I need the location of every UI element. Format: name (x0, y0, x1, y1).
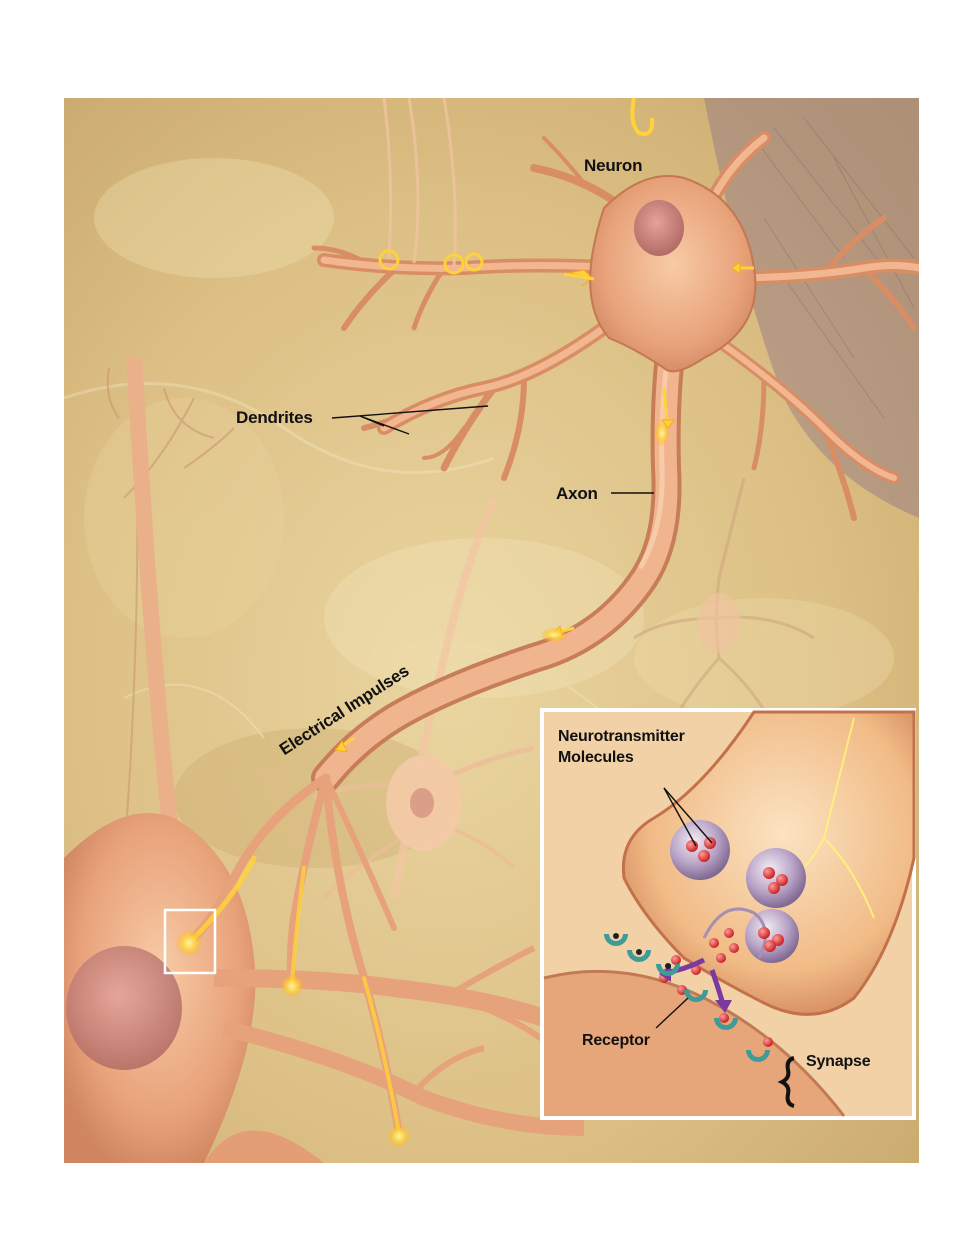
axon-glow-1 (654, 419, 670, 447)
illustration-canvas (64, 98, 919, 1163)
neurotransmitter-label-line1: Neurotransmitter (558, 728, 685, 745)
synapse-highlight-box (163, 908, 217, 975)
axon-label: Axon (556, 484, 598, 503)
receptor-dark-sites (613, 933, 671, 969)
main-neuron-soma (589, 175, 757, 373)
middle-neuron (313, 496, 535, 900)
postsynaptic-membrane (544, 971, 844, 1116)
vesicle-3 (745, 909, 799, 963)
terminal-glow-2 (280, 974, 304, 998)
terminal-glow-3 (387, 1124, 411, 1148)
dendrites-label: Dendrites (236, 408, 313, 427)
synapse-label: Synapse (806, 1053, 871, 1070)
synapse-ring-2 (443, 253, 465, 275)
axon-glow-2 (540, 627, 568, 643)
synapse-ring-top (630, 98, 655, 136)
receiving-neuron (64, 357, 585, 1163)
neuron-label: Neuron (584, 156, 643, 175)
axon-shape (311, 323, 687, 793)
inset-leader-lines (655, 787, 713, 1029)
vesicle-2 (746, 848, 806, 908)
neurotransmitter-molecules (659, 837, 788, 1047)
neuron-illustration: Neuron Dendrites Axon Electrical Impulse… (64, 98, 919, 1163)
incoming-fibers (382, 98, 457, 267)
leader-lines (331, 405, 654, 494)
neurotransmitter-molecules-label: Neurotransmitter Molecules (558, 726, 685, 768)
synapse-inset (540, 708, 916, 1120)
receptors (604, 934, 770, 1062)
tissue-hatching (753, 117, 915, 419)
synapse-bracket (777, 1056, 795, 1108)
receptor-label: Receptor (582, 1032, 650, 1049)
main-neuron-nucleus (634, 200, 684, 256)
synapse-ring-1 (378, 249, 400, 271)
fusing-vesicle (702, 907, 767, 959)
terminal-glow-1 (175, 929, 203, 957)
vesicle-1 (670, 820, 730, 880)
neurotransmitter-label-line2: Molecules (558, 749, 634, 766)
synapse-ring-3 (464, 252, 484, 272)
background-neuron-right-soma (697, 593, 741, 653)
tissue-shadow (704, 98, 919, 518)
axon-terminals (187, 773, 403, 1137)
